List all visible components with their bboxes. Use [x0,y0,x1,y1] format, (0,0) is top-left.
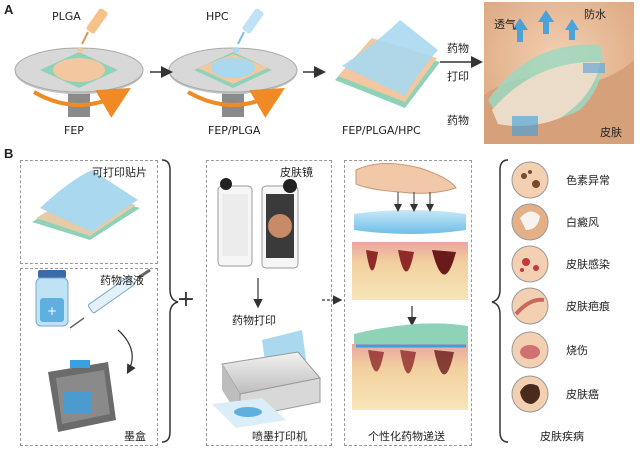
burn-icon [511,331,549,369]
disease-label-scar: 皮肤疤痕 [566,300,610,313]
patch-on-skin-icon [354,192,466,234]
vitiligo-icon [511,203,549,241]
printable-patch-label: 可打印贴片 [92,166,147,179]
left-brace [161,159,179,443]
panel-a-letter: A [4,2,14,17]
drug-solution-label: 药物溶液 [100,274,144,287]
syringe-icon [69,268,151,329]
drug-label: 药物 [447,114,469,127]
arrow-to-cartridge [117,329,136,375]
drug-vial-icon: + [35,270,69,327]
hpc-label: HPC [206,10,229,23]
plus-glyph: + [177,287,195,312]
printable-patch-icon [32,170,140,240]
svg-text:+: + [47,304,57,318]
waterproof-label: 防水 [584,8,606,21]
printable-patch-box [20,160,158,264]
disease-label-burn: 烧伤 [566,344,588,357]
cartridge-label: 墨盒 [124,430,146,443]
skin-scar-icon [511,287,549,325]
dermoscope-label: 皮肤镜 [280,166,313,179]
disease-label-cancer: 皮肤癌 [566,388,599,401]
disease-label-vitiligo: 白癜风 [566,216,599,229]
step1-spin-coater [14,47,144,118]
fep-plga-hpc-label: FEP/PLGA/HPC [342,124,421,137]
disease-group-label: 皮肤疾病 [540,430,584,443]
skin-label: 皮肤 [600,126,622,139]
pigment-disorder-icon [511,161,549,199]
disease-label-pigment: 色素异常 [566,174,610,187]
panel-b-letter: B [4,146,14,161]
printing-box [206,160,332,446]
delivery-box [344,160,472,446]
plga-pipette-icon [77,8,108,53]
breathable-label: 透气 [494,18,516,31]
skin-tissue-top [352,242,468,300]
skin-application-photo [484,2,634,144]
ink-cartridge-icon [48,360,116,432]
skin-tissue-bottom [352,323,468,410]
drug-cartridge-box [20,268,158,446]
drug-printing-label-2: 打印 [447,70,469,83]
disease-label-infection: 皮肤感染 [566,258,610,271]
trilayer-patch-icon [335,20,440,108]
inkjet-printer-label: 喷墨打印机 [252,430,307,443]
right-brace [491,159,509,443]
drug-printing-mid-label: 药物打印 [232,314,276,327]
plga-label: PLGA [52,10,81,23]
skin-infection-icon [511,245,549,283]
smartphone-front-icon [217,178,253,267]
skin-cancer-icon [511,375,549,413]
smartphone-dermoscope-icon [261,179,299,269]
inkjet-printer-icon [212,330,321,428]
finger-press-icon [355,162,457,194]
fep-label: FEP [64,124,84,137]
personalized-delivery-label: 个性化药物递送 [368,430,445,443]
step2-spin-coater [168,47,298,118]
fep-plga-label: FEP/PLGA [208,124,261,137]
hpc-pipette-icon [233,8,264,53]
drug-printing-label-1: 药物 [447,42,469,55]
